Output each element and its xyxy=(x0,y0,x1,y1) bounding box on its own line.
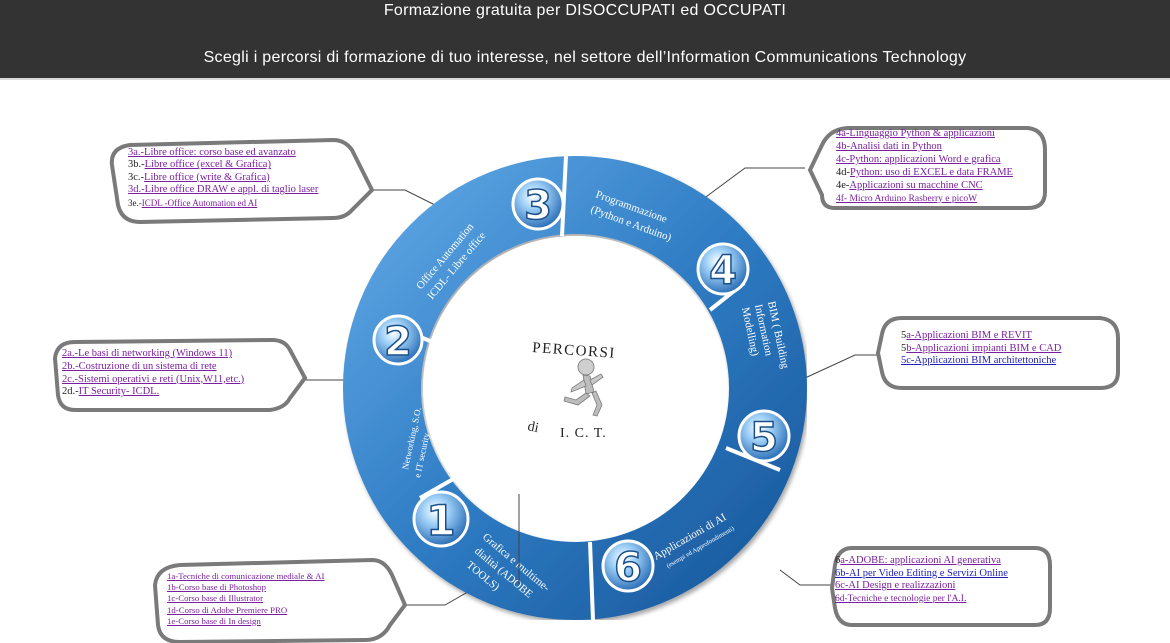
course-list-4: 4a-Linguaggio Python & applicazioni 4b-A… xyxy=(836,128,1013,205)
segment-number-5: 5 xyxy=(750,415,778,461)
course-link-4b[interactable]: 4b-Analisi dati in Python xyxy=(836,140,942,152)
center-di: di xyxy=(526,419,540,436)
course-item-4c[interactable]: 4c-Python: applicazioni Word e grafica xyxy=(836,154,1013,167)
course-list-6: 6a-ADOBE: applicazioni AI generativa 6b-… xyxy=(835,555,1008,605)
course-item-3e[interactable]: 3e.-ICDL -Office Automation ed AI xyxy=(128,197,258,208)
course-link-2d[interactable]: IT Security- ICDL. xyxy=(78,386,160,398)
course-link-3a[interactable]: 3a.-Libre office: corso base ed avanzato xyxy=(128,147,296,158)
course-link-1b[interactable]: 1b-Corso base di Photoshop xyxy=(167,582,266,593)
course-link-4d[interactable]: Python: uso di EXCEL e data FRAME xyxy=(850,166,1013,178)
course-box-shapes xyxy=(52,126,1120,643)
page-header: Formazione gratuita per DISOCCUPATI ed O… xyxy=(0,0,1170,78)
course-item-6d[interactable]: 6d-Tecniche e tecnologie per l'A.I. xyxy=(835,593,1008,606)
course-link-3d[interactable]: 3d.-Libre office DRAW e appl. di taglio … xyxy=(128,184,319,196)
segment-badge-6[interactable]: 6 xyxy=(601,539,655,593)
course-link-2b[interactable]: 2b.-Costruzione di un sistema di rete xyxy=(62,360,217,372)
ring xyxy=(343,156,807,620)
course-link-6b[interactable]: 6b-AI per Video Editing e Servizi Online xyxy=(835,567,1008,579)
course-item-1d[interactable]: 1d-Corso di Adobe Premiere PRO xyxy=(167,605,324,616)
course-list-1: 1a-Tecniche di comunicazione mediale & A… xyxy=(167,571,324,627)
course-link-6d[interactable]: 6d-Tecniche e tecnologie per l'A.I. xyxy=(835,593,967,604)
course-link-1a[interactable]: 1a-Tecniche di comunicazione mediale & A… xyxy=(167,571,325,581)
course-item-5c[interactable]: 5c-Applicazioni BIM architettoniche xyxy=(901,355,1061,368)
course-item-4b[interactable]: 4b-Analisi dati in Python xyxy=(836,141,1013,154)
course-list-2: 2a.-Le basi di networking (Windows 11) 2… xyxy=(62,348,244,399)
course-item-2b[interactable]: 2b.-Costruzione di un sistema di rete xyxy=(62,361,244,374)
header-subtitle: Scegli i percorsi di formazione di tuo i… xyxy=(203,49,967,66)
segment-badge-2[interactable]: 2 xyxy=(372,314,424,366)
course-link-1e[interactable]: 1e-Corso base di In design xyxy=(167,615,261,626)
course-item-5a[interactable]: 5a-Applicazioni BIM e REVIT xyxy=(901,330,1032,341)
course-item-2d[interactable]: 2d.-IT Security- ICDL. xyxy=(62,386,160,398)
course-link-3e[interactable]: ICDL -Office Automation ed AI xyxy=(141,197,258,208)
course-link-5c[interactable]: 5c-Applicazioni BIM architettoniche xyxy=(901,355,1057,367)
course-item-4d[interactable]: 4d-Python: uso di EXCEL e data FRAME xyxy=(836,166,1013,178)
segment-badge-4[interactable]: 4 xyxy=(696,242,750,296)
course-link-1c[interactable]: 1c-Corso base di Illustrator xyxy=(167,593,264,604)
course-link-3c[interactable]: Libre office (write & Grafica) xyxy=(144,171,270,183)
course-link-3b[interactable]: Libre office (excel & Grafica) xyxy=(144,159,271,171)
course-item-1a[interactable]: 1a-Tecniche di comunicazione mediale & A… xyxy=(167,571,324,582)
course-item-3b[interactable]: 3b.-Libre office (excel & Grafica) xyxy=(128,159,271,171)
course-item-2c[interactable]: 2c.-Sistemi operativi e reti (Unix,W11,e… xyxy=(62,374,244,387)
header-divider xyxy=(0,78,1170,80)
course-item-6c[interactable]: 6c-AI Design e realizzazioni xyxy=(835,580,1008,593)
course-link-4a[interactable]: 4a-Linguaggio Python & applicazioni xyxy=(836,128,995,139)
course-link-4e[interactable]: Applicazioni su macchine CNC xyxy=(849,179,983,191)
course-link-6c[interactable]: 6c-AI Design e realizzazioni xyxy=(835,580,956,592)
course-item-3d[interactable]: 3d.-Libre office DRAW e appl. di taglio … xyxy=(128,184,318,196)
course-item-6a[interactable]: 6a-ADOBE: applicazioni AI generativa xyxy=(835,555,1001,566)
course-list-3: 3a.-Libre office: corso base ed avanzato… xyxy=(128,147,318,209)
course-link-4c[interactable]: 4c-Python: applicazioni Word e grafica xyxy=(836,153,1001,165)
course-item-6b[interactable]: 6b-AI per Video Editing e Servizi Online xyxy=(835,568,1008,581)
course-link-1d[interactable]: 1d-Corso di Adobe Premiere PRO xyxy=(167,604,288,615)
course-item-1c[interactable]: 1c-Corso base di Illustrator xyxy=(167,593,324,604)
course-link-2a[interactable]: 2a.-Le basi di networking (Windows 11) xyxy=(62,348,233,359)
segment-badge-3[interactable]: 3 xyxy=(511,177,565,231)
course-item-4f[interactable]: 4f- Micro Arduino Rasberry e picoW xyxy=(836,193,1013,206)
segment-badge-1[interactable]: 1 xyxy=(412,490,470,548)
course-link-2c[interactable]: 2c.-Sistemi operativi e reti (Unix,W11,e… xyxy=(62,373,245,385)
segment-number-3: 3 xyxy=(524,183,552,229)
course-item-1e[interactable]: 1e-Corso base di In design xyxy=(167,616,324,627)
course-link-5a[interactable]: a-Applicazioni BIM e REVIT xyxy=(906,330,1032,341)
course-link-4f[interactable]: 4f- Micro Arduino Rasberry e picoW xyxy=(836,193,978,204)
center-ict: I. C. T. xyxy=(560,426,607,441)
header-title: Formazione gratuita per DISOCCUPATI ed O… xyxy=(383,2,787,19)
course-link-6a[interactable]: a-ADOBE: applicazioni AI generativa xyxy=(840,555,1001,566)
segment-number-6: 6 xyxy=(614,545,642,591)
course-item-3c[interactable]: 3c.-Libre office (write & Grafica) xyxy=(128,171,270,183)
segment-badge-5[interactable]: 5 xyxy=(737,409,791,463)
segment-number-1: 1 xyxy=(426,496,455,545)
course-item-5b[interactable]: 5b-Applicazioni impianti BIM e CAD xyxy=(901,342,1062,354)
course-item-2a[interactable]: 2a.-Le basi di networking (Windows 11) xyxy=(62,348,244,361)
course-item-4a[interactable]: 4a-Linguaggio Python & applicazioni xyxy=(836,128,1013,141)
course-list-5: 5a-Applicazioni BIM e REVIT 5b-Applicazi… xyxy=(901,330,1061,368)
course-link-5b[interactable]: b-Applicazioni impianti BIM e CAD xyxy=(906,342,1062,354)
running-figure-icon xyxy=(563,358,604,417)
segment-number-4: 4 xyxy=(709,248,737,294)
center-title: PERCORSI xyxy=(532,340,617,362)
course-item-3a[interactable]: 3a.-Libre office: corso base ed avanzato xyxy=(128,147,318,159)
course-item-1b[interactable]: 1b-Corso base di Photoshop xyxy=(167,582,324,593)
course-item-4e[interactable]: 4e-Applicazioni su macchine CNC xyxy=(836,179,983,191)
segment-number-2: 2 xyxy=(384,319,412,365)
